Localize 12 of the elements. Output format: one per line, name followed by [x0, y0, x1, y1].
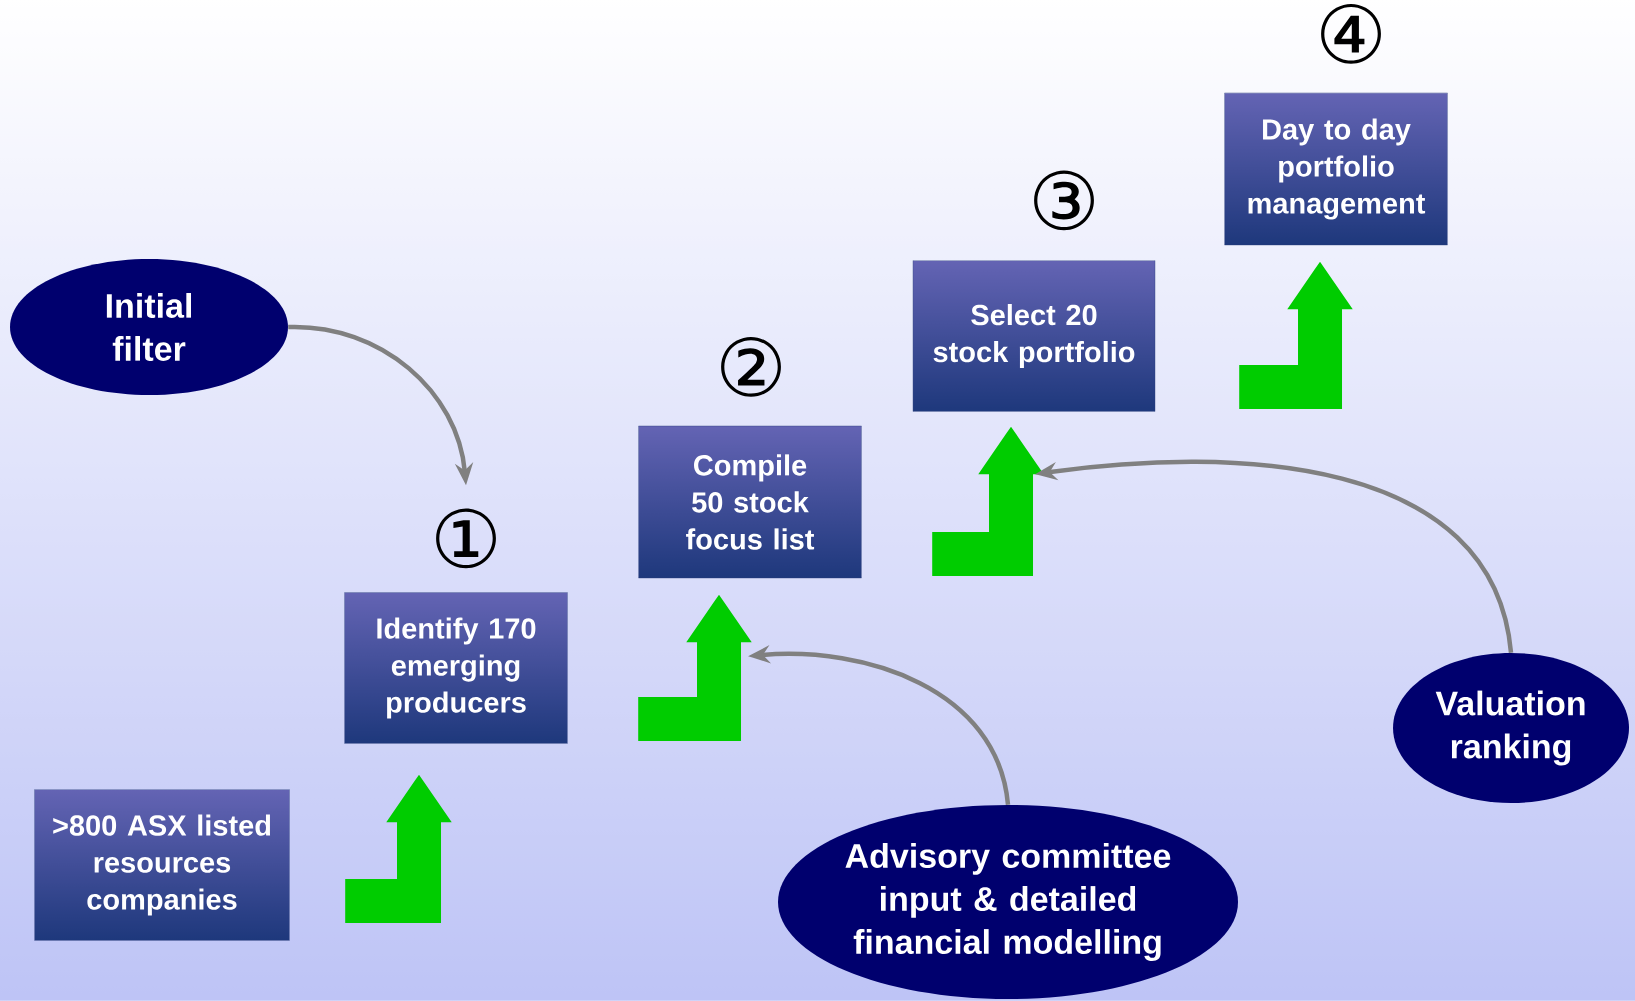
process-box: Day to day portfolio management [1224, 92, 1448, 246]
process-box: Select 20 stock portfolio [912, 260, 1156, 412]
ellipse-node: Valuation ranking [1393, 653, 1629, 803]
process-box: Identify 170 emerging producers [344, 592, 568, 744]
process-box: Compile 50 stock focus list [638, 425, 862, 579]
process-box: >800 ASX listed resources companies [34, 789, 290, 941]
step-number: ② [721, 336, 781, 397]
step-number: ④ [1321, 3, 1381, 64]
step-number: ③ [1034, 170, 1094, 231]
step-number: ① [436, 508, 496, 569]
ellipse-node: Advisory committee input & detailed financial modelling [778, 805, 1238, 999]
ellipse-node: Initial filter [10, 259, 288, 395]
